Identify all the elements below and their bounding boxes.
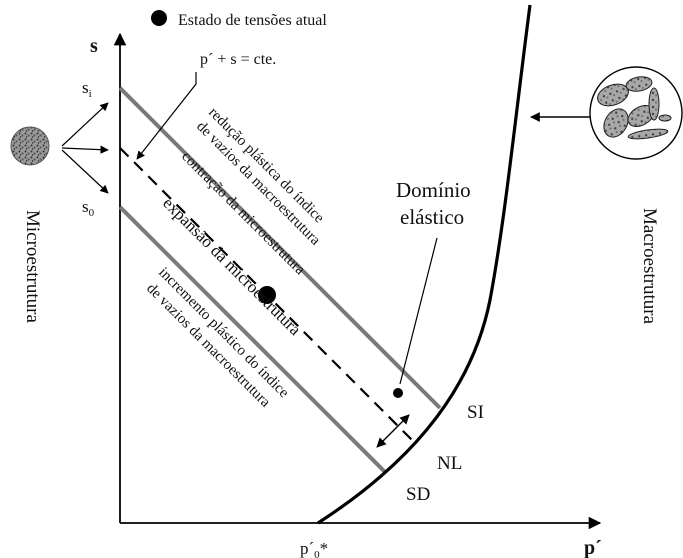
si-line: [118, 86, 442, 410]
constant-line-label: p´ + s = cte.: [200, 51, 276, 68]
elastic-band-arrow: [376, 414, 410, 448]
legend-marker: [151, 10, 167, 26]
upper-region-label-1: redução plástica do índice: [205, 105, 327, 227]
macrostructure-side-label: Macroestrutura: [639, 208, 660, 325]
elastic-domain-pointer: [399, 237, 438, 385]
elastic-domain-label-line1: Domínio: [396, 178, 471, 202]
si-line-label: SI: [467, 402, 484, 423]
y-axis-label: s: [90, 35, 98, 57]
p0-star-label: p´0*: [300, 539, 328, 558]
micro-arrow-to-nl: [61, 145, 109, 154]
constant-label-pointer: [136, 72, 197, 160]
microstructure-icon: [10, 126, 50, 166]
sd-line: [118, 205, 388, 475]
current-stress-state-marker: [258, 286, 276, 304]
elastic-domain-point: [393, 388, 403, 398]
elastic-domain-label-line2: elástico: [400, 205, 464, 229]
macro-yield-curve: [317, 4, 532, 525]
sd-line-label: SD: [406, 484, 430, 505]
x-axis-label: p´: [584, 537, 602, 558]
s0-label: s0: [82, 197, 95, 219]
nl-line-label: NL: [437, 453, 462, 474]
si-label: si: [82, 78, 92, 100]
legend-text: Estado de tensões atual: [178, 12, 327, 29]
micro-arrow-to-s0: [61, 149, 109, 194]
microstructure-side-label: Microestrutura: [22, 210, 43, 323]
macrostructure-icon: [589, 66, 683, 160]
lower-region-label-1: incremento plástico do índice: [155, 265, 292, 402]
micro-arrow-to-si: [61, 102, 109, 147]
